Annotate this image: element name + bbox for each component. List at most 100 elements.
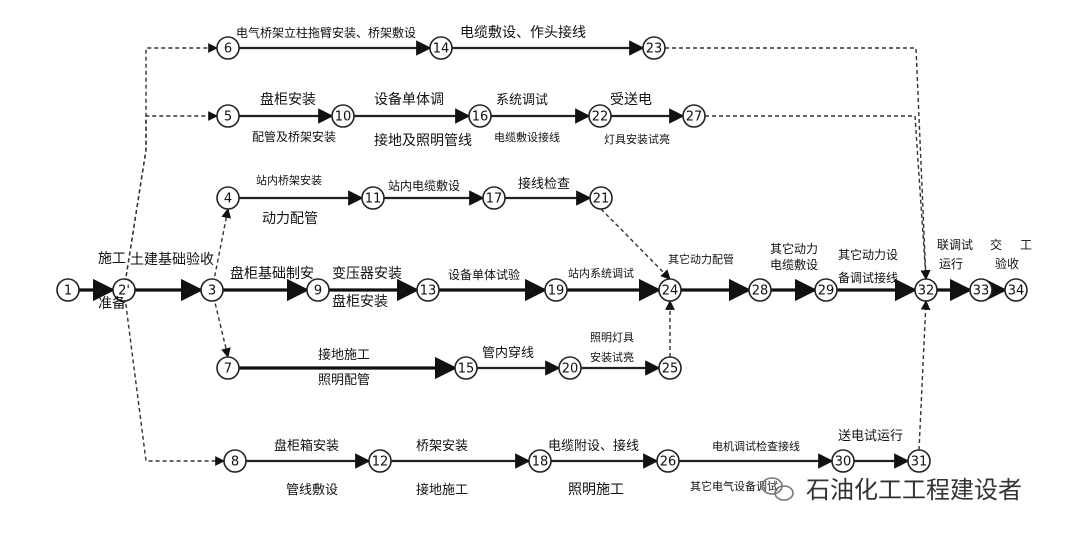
edge-label-l36: 照明灯具 xyxy=(590,331,634,344)
edge-label-l24: 其它动力 xyxy=(770,241,818,256)
edges-layer xyxy=(79,40,1008,469)
node-label: 13 xyxy=(420,284,437,299)
edge-2-8 xyxy=(123,289,225,466)
node-circle xyxy=(200,278,224,302)
node-circle xyxy=(112,278,136,302)
edge-label-l26: 其它动力设 xyxy=(838,247,898,262)
node-label: 20 xyxy=(562,362,579,377)
node-6: 6 xyxy=(216,36,240,60)
edge-label-l28: 联调试 xyxy=(937,237,973,252)
node-2: 2' xyxy=(112,278,136,302)
node-label: 22 xyxy=(592,110,609,125)
edge-label-l23: 其它动力配管 xyxy=(668,252,734,266)
node-30: 30 xyxy=(831,449,855,473)
node-label: 8 xyxy=(231,455,239,470)
node-circle xyxy=(1004,278,1028,302)
node-circle xyxy=(748,278,772,302)
edge-label-l11: 电缆敷设接线 xyxy=(494,130,560,144)
node-16: 16 xyxy=(468,104,492,128)
edge-label-l39: 管线敷设 xyxy=(286,483,338,498)
node-label: 3 xyxy=(208,284,216,299)
node-label: 30 xyxy=(835,455,852,470)
node-label: 27 xyxy=(686,110,703,125)
node-label: 28 xyxy=(752,284,769,299)
node-13: 13 xyxy=(416,278,440,302)
node-circle xyxy=(907,449,931,473)
node-label: 32 xyxy=(918,284,935,299)
edge-3-4 xyxy=(211,208,232,291)
node-circle xyxy=(589,186,613,210)
node-9: 9 xyxy=(306,278,330,302)
edge-label-l38: 盘柜箱安装 xyxy=(274,438,339,454)
node-31: 31 xyxy=(907,449,931,473)
node-circle xyxy=(658,356,682,380)
edge-label-l7: 配管及桥架安装 xyxy=(252,129,336,144)
node-circle xyxy=(914,278,938,302)
edge-label-l4: 电气桥架立柱拖臂安装、桥架敷设 xyxy=(236,25,416,40)
node-circle xyxy=(216,356,240,380)
node-circle xyxy=(544,278,568,302)
node-28: 28 xyxy=(748,278,772,302)
node-label: 19 xyxy=(548,284,565,299)
node-circle xyxy=(814,278,838,302)
node-circle xyxy=(642,36,666,60)
node-circle xyxy=(588,104,612,128)
node-3: 3 xyxy=(200,278,224,302)
node-circle xyxy=(216,36,240,60)
node-17: 17 xyxy=(482,186,506,210)
node-label: 10 xyxy=(335,110,352,125)
edge-label-l29: 运行 xyxy=(939,257,963,271)
node-19: 19 xyxy=(544,278,568,302)
node-label: 25 xyxy=(662,362,679,377)
node-circle xyxy=(558,356,582,380)
node-1: 1 xyxy=(56,278,80,302)
node-circle xyxy=(306,278,330,302)
node-label: 6 xyxy=(224,42,232,57)
edge-label-l10: 系统调试 xyxy=(496,93,548,108)
node-label: 33 xyxy=(973,284,990,299)
edge-label-l21: 设备单体试验 xyxy=(448,267,520,282)
node-label: 9 xyxy=(314,284,322,299)
node-label: 4 xyxy=(224,192,232,207)
edge-label-l9: 接地及照明管线 xyxy=(374,132,472,149)
node-14: 14 xyxy=(429,36,453,60)
node-circle xyxy=(361,186,385,210)
node-label: 34 xyxy=(1008,284,1025,299)
watermark: 石油化工工程建设者 xyxy=(761,476,1022,504)
edge-label-l12: 受送电 xyxy=(610,92,652,108)
edge-label-l42: 电缆附设、接线 xyxy=(548,438,639,454)
edge-label-l27: 备调试接线 xyxy=(838,270,898,285)
edge-label-l5: 电缆敷设、作头接线 xyxy=(460,24,586,41)
edge-21-24 xyxy=(600,208,671,280)
node-label: 24 xyxy=(662,284,679,299)
node-circle xyxy=(482,186,506,210)
watermark-text: 石油化工工程建设者 xyxy=(806,476,1022,504)
edge-label-l6: 盘柜安装 xyxy=(260,91,316,108)
edge-label-l15: 动力配管 xyxy=(262,211,318,227)
edge-label-l13: 灯具安装试亮 xyxy=(604,132,670,146)
node-circle xyxy=(216,104,240,128)
node-22: 22 xyxy=(588,104,612,128)
node-circle xyxy=(368,449,392,473)
edge-31-32 xyxy=(918,300,931,451)
edge-label-l37: 安装试亮 xyxy=(590,350,634,364)
node-20: 20 xyxy=(558,356,582,380)
edge-label-l41: 接地施工 xyxy=(416,482,468,498)
node-circle xyxy=(656,449,680,473)
node-circle xyxy=(416,278,440,302)
node-circle xyxy=(468,104,492,128)
node-25: 25 xyxy=(658,356,682,380)
node-15: 15 xyxy=(454,356,478,380)
node-circle xyxy=(429,36,453,60)
node-label: 21 xyxy=(593,192,610,207)
edge-label-l2: 准备 xyxy=(98,295,126,312)
node-label: 17 xyxy=(486,192,503,207)
node-circle xyxy=(56,278,80,302)
node-circle xyxy=(454,356,478,380)
node-circle xyxy=(831,449,855,473)
edge-label-l14: 站内桥架安装 xyxy=(256,173,322,187)
edge-label-l25: 电缆敷设 xyxy=(770,257,818,272)
node-label: 2' xyxy=(118,284,130,299)
